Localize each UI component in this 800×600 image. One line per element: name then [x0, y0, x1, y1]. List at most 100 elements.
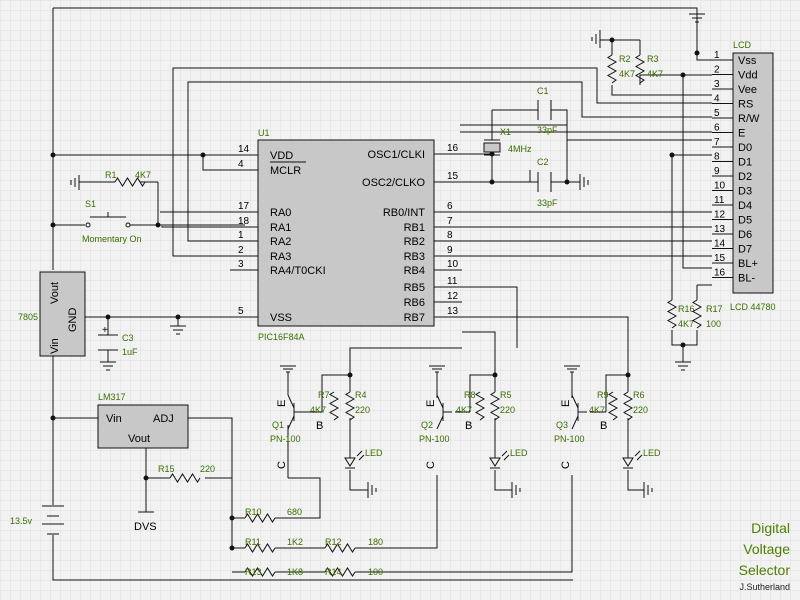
reg7805-vin: Vin — [49, 338, 61, 354]
mcu-pin-num: 12 — [447, 291, 459, 302]
mcu-pin-num: 5 — [238, 306, 244, 317]
lm317-part: LM317 — [98, 392, 126, 402]
resistor-value: 4K7 — [619, 69, 635, 79]
resistor-value: 4K7 — [647, 69, 663, 79]
mcu-pin-name: RB4 — [404, 265, 425, 277]
resistor-body — [666, 299, 678, 329]
ground-symbols — [70, 8, 705, 498]
lcd-pin-name: D1 — [738, 157, 752, 169]
ground-q2-icon — [429, 365, 445, 373]
resistor-body — [114, 177, 146, 187]
transistor-symbol — [571, 394, 587, 430]
capacitor-c3: + C3 1uF — [98, 325, 138, 357]
transistor-symbol — [436, 394, 452, 430]
battery-value: 13.5v — [10, 516, 33, 526]
lcd-pin-name: RS — [738, 99, 753, 111]
capacitor-c2: C2 33pF — [537, 157, 558, 208]
svg-text:+: + — [102, 325, 108, 336]
lcd-pin-num: 16 — [714, 268, 726, 279]
resistor-value: 1K2 — [287, 537, 303, 547]
mcu-pin-num: 13 — [447, 306, 459, 317]
resistor-body — [344, 391, 356, 421]
mcu-pin-name: RB0/INT — [383, 207, 425, 219]
title-line1: Digital — [751, 520, 790, 536]
lcd-pin-name: D4 — [738, 200, 752, 212]
ground-top-right-icon — [689, 8, 705, 23]
transistor-pin-b: B — [316, 420, 323, 432]
ground-vss-icon — [170, 325, 186, 335]
mcu-pin-num: 3 — [238, 259, 244, 270]
lcd-pin-name: E — [738, 128, 745, 140]
transistor-symbol — [287, 394, 303, 430]
crystal-x1: X1 4MHz — [483, 127, 532, 156]
lcd-pin-name: D7 — [738, 244, 752, 256]
mcu-pin-num: 14 — [238, 144, 250, 155]
switch-ref: S1 — [85, 199, 96, 209]
resistor-ref: R5 — [500, 390, 512, 400]
lcd-pin-num: 13 — [714, 224, 726, 235]
led-label: LED — [510, 448, 528, 458]
resistor-body — [324, 543, 356, 553]
title-block: Digital Voltage Selector J.Sutherland — [739, 520, 791, 592]
resistor-value: 4K7 — [589, 405, 605, 415]
title-author: J.Sutherland — [739, 582, 790, 592]
mcu-pin-name: RB3 — [404, 251, 425, 263]
mcu-pin-name: RA0 — [270, 207, 291, 219]
transistor-pin-b: B — [600, 420, 607, 432]
lcd-pin-name: Vee — [738, 84, 757, 96]
resistor-body — [691, 299, 703, 329]
resistor-body — [324, 567, 356, 577]
lcd-pin-name: D2 — [738, 171, 752, 183]
resistor-body — [244, 543, 276, 553]
lcd-part: LCD 44780 — [730, 302, 776, 312]
resistor-ref: R16 — [678, 304, 695, 314]
mcu-pic16f84a: U1 PIC16F84A 14VDD4MCLR17RA018RA11RA22RA… — [230, 128, 462, 342]
led-icon — [344, 450, 365, 469]
lm317-vin: Vin — [106, 413, 122, 425]
resistor-ref: R17 — [706, 304, 723, 314]
c2-value: 33pF — [537, 198, 558, 208]
led-label: LED — [643, 448, 661, 458]
transistor-ref: Q2 — [421, 420, 433, 430]
mcu-pin-num: 11 — [447, 276, 458, 287]
lm317-vout: Vout — [128, 433, 150, 445]
resistor-body — [607, 391, 619, 421]
mcu-pin-name: RA3 — [270, 251, 291, 263]
resistor-ref: R2 — [619, 54, 631, 64]
lcd-pin-name: D3 — [738, 186, 752, 198]
resistor-value: 4K7 — [135, 170, 151, 180]
capacitor-c1: C1 33pF — [537, 86, 558, 135]
ground-c2-icon — [579, 174, 589, 190]
lm317-adj: ADJ — [153, 413, 174, 425]
resistor-value: 680 — [287, 507, 302, 517]
mcu-pin-name: VSS — [270, 312, 292, 324]
resistor-value: 220 — [200, 464, 215, 474]
crystal-value: 4MHz — [508, 144, 532, 154]
lcd-pin-num: 2 — [714, 65, 720, 76]
resistor-ref: R14 — [325, 567, 342, 577]
ground-led1-icon — [367, 482, 377, 498]
mcu-pin-name: RA2 — [270, 236, 291, 248]
mcu-pin-num: 6 — [447, 201, 453, 212]
c3-ref: C3 — [122, 333, 134, 343]
resistor-ref: R12 — [325, 537, 342, 547]
resistor-body — [489, 391, 501, 421]
resistor-value: 4K7 — [310, 405, 326, 415]
junction-dots — [50, 37, 700, 551]
resistor-body — [606, 54, 618, 84]
regulator-lm317: LM317 Vin ADJ Vout — [97, 392, 189, 449]
ground-led2-icon — [511, 482, 521, 498]
mcu-pin-name: RA4/T0CKI — [270, 265, 326, 277]
led-icon — [622, 450, 643, 469]
transistor-pin-c: C — [560, 461, 572, 469]
lcd-pin-name: BL+ — [738, 258, 758, 270]
lcd-pin-name: D5 — [738, 215, 752, 227]
resistor-ref: R15 — [158, 464, 175, 474]
mcu-pin-name: RB2 — [404, 236, 425, 248]
lcd-pin-num: 5 — [714, 108, 720, 119]
mcu-ref: U1 — [258, 128, 270, 138]
ground-lcd-pot-icon — [591, 30, 601, 48]
mcu-pin-name: RB5 — [404, 282, 425, 294]
